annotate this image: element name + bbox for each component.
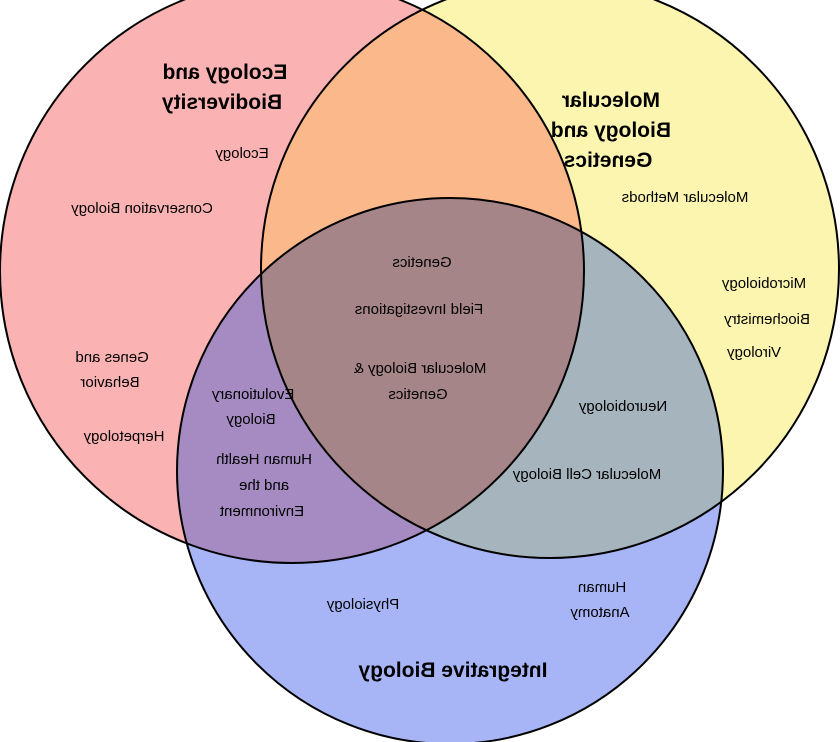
region-item: Biochemistry <box>724 311 810 328</box>
region-item: Evolutionary Biology <box>208 386 295 428</box>
region-item: Herpetology <box>83 428 164 445</box>
ecology-title: Ecology and Biodiversity <box>157 61 288 114</box>
region-item: Molecular Biology & Genetics <box>350 360 487 403</box>
region-item: Molecular Cell Biology <box>512 466 661 483</box>
region-item: Field Investigations <box>355 301 483 318</box>
region-item: Microbiology <box>721 275 806 292</box>
region-item: Human Anatomy <box>570 579 630 621</box>
region-item: Ecology <box>215 145 269 162</box>
region-item: Molecular Methods <box>622 189 749 206</box>
region-item: Genes and Behavior <box>71 349 149 391</box>
all-three-overlap <box>261 198 584 558</box>
integrative-title: Integrative Biology <box>358 659 547 682</box>
region-item: Physiology <box>326 596 399 613</box>
label-layer: Ecology and Biodiversity Molecular Biolo… <box>71 61 810 682</box>
region-item: Neurobiology <box>578 398 667 415</box>
ecology-outline <box>0 0 585 564</box>
region-item: Human Health and the Environment <box>212 451 312 520</box>
region-item: Genetics <box>392 254 451 271</box>
integrative-outline <box>176 197 724 742</box>
region-item: Virology <box>727 344 781 361</box>
region-item: Conservation Biology <box>71 200 213 217</box>
molecular-outline <box>260 0 840 559</box>
molecular-title: Molecular Biology and Genetics <box>545 89 671 172</box>
